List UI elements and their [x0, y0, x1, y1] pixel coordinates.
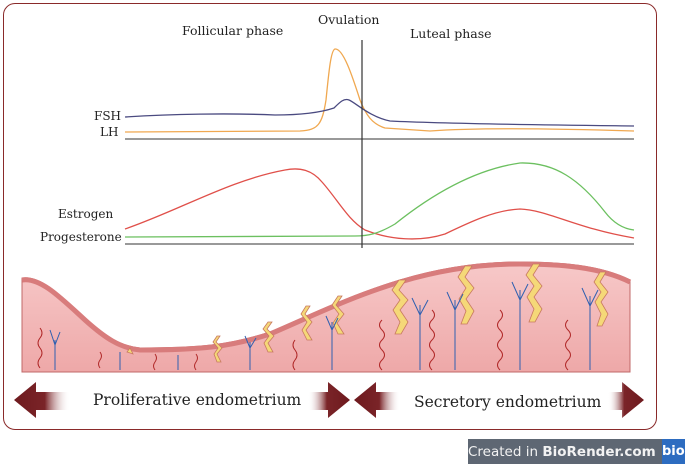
lh-label: LH — [100, 125, 118, 139]
arrow-right-proliferative — [308, 382, 350, 418]
luteal-phase-label: Luteal phase — [410, 26, 492, 41]
proliferative-endometrium-label: Proliferative endometrium — [93, 391, 302, 409]
biorender-watermark[interactable]: Created in BioRender.com bio — [468, 439, 685, 464]
endometrium-surface — [21, 261, 632, 353]
fsh-label: FSH — [94, 109, 121, 123]
figure-frame — [3, 3, 657, 430]
lh-curve — [124, 48, 635, 133]
watermark-text: Created in BioRender.com — [468, 444, 662, 460]
veins — [49, 281, 599, 370]
watermark-prefix: Created in — [468, 443, 543, 460]
arrow-left-secretory — [354, 382, 400, 418]
progesterone-label: Progesterone — [40, 230, 122, 244]
arrow-right-secretory — [608, 382, 644, 418]
watermark-brand: BioRender.com — [542, 443, 656, 460]
ovulation-label: Ovulation — [318, 12, 379, 27]
estrogen-curve — [124, 168, 635, 240]
secretory-endometrium-label: Secretory endometrium — [414, 393, 602, 411]
fsh-curve — [124, 98, 635, 127]
biorender-logo-icon: bio — [661, 439, 685, 464]
estrogen-label: Estrogen — [58, 207, 113, 221]
endometrium-illustration — [21, 261, 632, 373]
spiral-arteries — [37, 309, 571, 371]
follicular-phase-label: Follicular phase — [182, 23, 283, 38]
arrow-left-proliferative — [14, 382, 70, 418]
progesterone-curve — [124, 162, 635, 238]
